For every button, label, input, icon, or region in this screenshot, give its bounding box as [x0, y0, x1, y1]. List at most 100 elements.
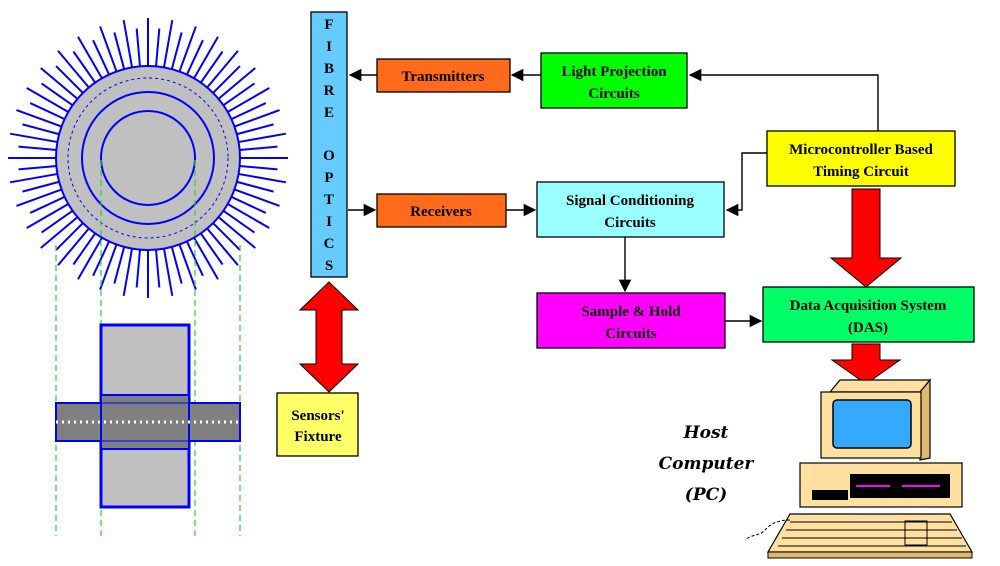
sensor-ray [221, 200, 270, 229]
monitor-screen [832, 399, 912, 449]
sensor-ray [176, 238, 197, 290]
sensor-ray [92, 235, 113, 277]
fibre-optics-column: F I B R E O P T I C S [310, 11, 348, 278]
sensor-ray [40, 212, 83, 249]
sensor-ray [16, 109, 68, 130]
sensor-ray [57, 223, 94, 266]
host-computer-label: (PC) [685, 485, 727, 505]
fibre-letter: I [326, 39, 332, 55]
keyboard-keys [778, 520, 966, 547]
sensor-ray [122, 19, 135, 74]
sensor-ray [196, 227, 224, 266]
sensor-ring-top-view [8, 18, 288, 298]
arrow-micro-to-light [688, 68, 879, 131]
sensors-fixture-label: Sensors' [291, 408, 344, 424]
sensor-ray [232, 132, 287, 145]
das-box [762, 286, 975, 343]
sensor-rays [8, 18, 288, 298]
host-computer-label: Computer [659, 454, 755, 474]
sensor-ray [217, 206, 256, 234]
sensor-ray [40, 206, 79, 234]
sensor-ray [135, 28, 142, 73]
sensor-ray [122, 242, 135, 297]
sensor-ray [208, 65, 241, 98]
sensor-ray [233, 164, 278, 171]
sensor-ray [161, 242, 174, 297]
sensor-ray [202, 223, 239, 266]
computer-icon [744, 378, 974, 559]
fibre-letter: C [324, 236, 335, 252]
sensor-ray [183, 39, 204, 81]
sensor-ray [16, 186, 68, 207]
sensor-ring-inner [100, 110, 196, 206]
sensor-ray [29, 102, 71, 123]
sensor-ray [213, 212, 256, 249]
sample-hold-box [536, 292, 726, 349]
sensor-ray [161, 19, 174, 74]
fibre-letter: E [324, 105, 334, 121]
sensor-ray [29, 193, 71, 214]
sensor-ray [196, 50, 224, 89]
sensor-ray [232, 171, 287, 184]
keyboard-edge [767, 551, 973, 559]
sensor-ray [135, 243, 142, 288]
sensor-ray [225, 102, 267, 123]
sensor-ray [22, 123, 66, 137]
arrow-micro-to-signal [725, 152, 767, 217]
fibre-letter: P [324, 170, 333, 186]
fibre-letter: F [324, 17, 333, 33]
sensor-ray [9, 132, 64, 145]
microcontroller-label: Microcontroller Based [789, 142, 933, 158]
sensor-ray [72, 50, 100, 89]
sensor-ray [217, 82, 256, 110]
sensor-ray [9, 171, 64, 184]
sensor-ray [40, 82, 79, 110]
sensor-ray [55, 65, 88, 98]
arrow-micro-to-das [829, 188, 903, 288]
sensor-ray [18, 145, 63, 152]
sensor-ray [154, 28, 161, 73]
das-label: (DAS) [848, 320, 888, 336]
receivers-label: Receivers [410, 204, 472, 220]
floppy-drive [812, 490, 848, 500]
sensor-ray [92, 39, 113, 81]
arrow-das-to-computer [830, 343, 902, 385]
sensors-fixture-box [276, 392, 359, 457]
bidirectional-arrow [298, 281, 360, 393]
sensor-ray [183, 235, 204, 277]
sensor-ray [176, 26, 197, 78]
sensor-ray [208, 218, 241, 251]
sensor-ray [57, 50, 94, 93]
light-projection-label: Circuits [588, 86, 640, 102]
sensor-ray [228, 109, 280, 130]
sensor-ray [213, 67, 256, 104]
light-projection-label: Light Projection [561, 64, 667, 80]
sensor-ray [26, 200, 75, 229]
sensor-ray [99, 26, 120, 78]
fibre-letter: R [324, 83, 335, 99]
sensor-ray [230, 123, 274, 137]
fibre-letter: T [324, 192, 334, 208]
side-view-hub [100, 394, 190, 450]
sensor-ray [190, 36, 219, 85]
connectors [348, 68, 879, 328]
sample-hold-label: Sample & Hold [581, 304, 681, 320]
sensor-ray [228, 186, 280, 207]
sensor-ray [72, 227, 100, 266]
sample-hold-label: Circuits [605, 326, 657, 342]
sensor-ray [22, 179, 66, 193]
sensor-ray [55, 218, 88, 251]
host-computer-label: Host [683, 423, 729, 443]
signal-conditioning-label: Circuits [604, 215, 656, 231]
sensor-side-view [55, 323, 241, 509]
sensor-ray [113, 32, 127, 76]
sensor-ray [99, 238, 120, 290]
fibre-optics-box [310, 11, 348, 278]
sensor-ray [113, 240, 127, 284]
sensor-ray [202, 50, 239, 93]
sensor-ray [225, 193, 267, 214]
das-label: Data Acquisition System [790, 298, 947, 314]
fibre-letter: I [326, 214, 332, 230]
signal-conditioning-label: Signal Conditioning [566, 193, 694, 209]
